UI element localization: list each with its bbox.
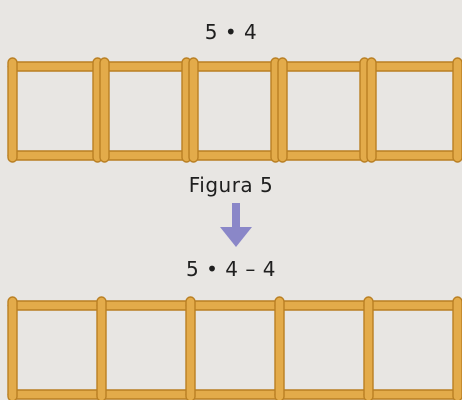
figure-caption: Figura 5 [0, 173, 462, 197]
matchstick-horizontal [8, 151, 106, 160]
matchstick-horizontal [8, 390, 106, 399]
matchstick-horizontal [275, 390, 373, 399]
arrow-head [220, 227, 252, 247]
matchstick-horizontal [364, 301, 462, 310]
top-matchstick-figure [0, 56, 462, 162]
matchstick-vertical [186, 297, 195, 400]
matchstick-vertical [367, 58, 376, 162]
matchstick-horizontal [364, 151, 462, 160]
matchstick-vertical [275, 297, 284, 400]
matchstick-horizontal [8, 62, 106, 71]
matchstick-horizontal [364, 62, 462, 71]
matchstick-horizontal [186, 390, 284, 399]
matchstick-horizontal [97, 62, 195, 71]
matchstick-horizontal [186, 151, 284, 160]
matchstick-horizontal [275, 301, 373, 310]
matchstick-horizontal [275, 151, 373, 160]
matchstick-horizontal [186, 301, 284, 310]
matchstick-horizontal [186, 62, 284, 71]
matchstick-horizontal [97, 151, 195, 160]
matchstick-horizontal [97, 390, 195, 399]
matchstick-vertical [189, 58, 198, 162]
matchstick-vertical [453, 297, 462, 400]
matchstick-horizontal [97, 301, 195, 310]
matchstick-vertical [8, 297, 17, 400]
bottom-matchstick-figure [0, 295, 462, 400]
down-arrow-icon [218, 203, 254, 249]
matchstick-vertical [8, 58, 17, 162]
matchstick-vertical [453, 58, 462, 162]
arrow-shaft [232, 203, 240, 229]
top-expression: 5 • 4 [0, 20, 462, 44]
matchstick-horizontal [8, 301, 106, 310]
matchstick-vertical [97, 297, 106, 400]
matchstick-vertical [364, 297, 373, 400]
matchstick-horizontal [275, 62, 373, 71]
bottom-expression: 5 • 4 – 4 [0, 257, 462, 281]
matchstick-horizontal [364, 390, 462, 399]
matchstick-vertical [278, 58, 287, 162]
matchstick-vertical [100, 58, 109, 162]
